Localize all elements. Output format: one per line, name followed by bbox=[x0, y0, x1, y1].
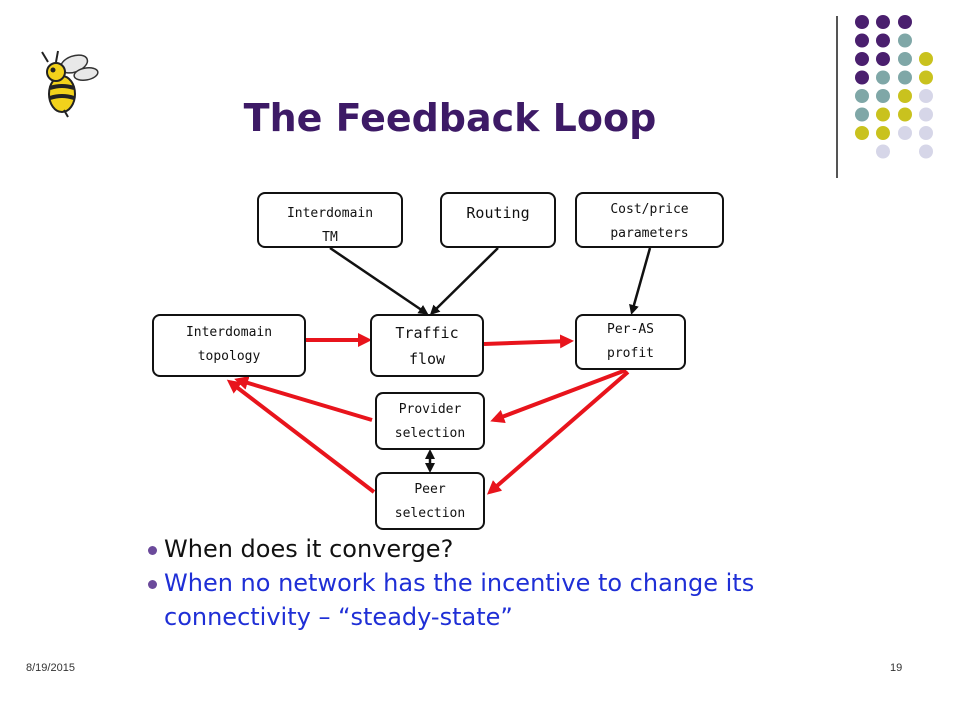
decorative-dot bbox=[876, 15, 890, 29]
decorative-dot bbox=[898, 89, 912, 103]
decorative-dot bbox=[919, 70, 933, 85]
decorative-dot bbox=[876, 89, 890, 103]
node-cost-price: Cost/price parameters bbox=[575, 192, 724, 248]
slide-title: The Feedback Loop bbox=[243, 96, 657, 140]
decorative-dot bbox=[919, 144, 933, 159]
arrow-profit-to-provider bbox=[490, 368, 627, 424]
node-topology-line1: Interdomain bbox=[185, 325, 273, 340]
decorative-dot bbox=[919, 126, 933, 140]
decorative-dot bbox=[855, 15, 869, 29]
node-cost-price-line1: Cost/price bbox=[610, 202, 689, 217]
node-interdomain-topology: Interdomain topology bbox=[152, 314, 306, 377]
node-traffic-line1: Traffic bbox=[395, 324, 459, 342]
decorative-dot-grid bbox=[855, 15, 933, 159]
node-peer-line2: selection bbox=[394, 506, 466, 521]
arrow-traffic-to-profit bbox=[483, 334, 574, 349]
decorative-dot bbox=[855, 89, 869, 103]
arrow-peer-to-topology bbox=[226, 379, 376, 494]
decorative-dot bbox=[855, 70, 869, 85]
divider-line bbox=[836, 16, 838, 178]
decorative-dot bbox=[855, 52, 869, 66]
arrow-provider-to-topology bbox=[234, 376, 373, 422]
node-routing-line1: Routing bbox=[466, 204, 530, 222]
decorative-dot bbox=[876, 33, 890, 48]
yellow-jacket-logo-icon bbox=[41, 50, 99, 118]
page-number: 19 bbox=[890, 662, 903, 674]
decorative-dot bbox=[876, 107, 890, 122]
decorative-dot bbox=[876, 126, 890, 140]
decorative-dot bbox=[898, 15, 912, 29]
node-interdomain-tm-line1: Interdomain bbox=[286, 206, 374, 221]
decorative-dot bbox=[919, 107, 933, 122]
node-interdomain-tm: Interdomain TM bbox=[257, 192, 403, 248]
node-provider-line2: selection bbox=[394, 426, 466, 441]
decorative-dot bbox=[855, 33, 869, 48]
node-provider-line1: Provider bbox=[398, 402, 462, 417]
node-profit-line1: Per-AS bbox=[607, 322, 654, 337]
bullet-item: When no network has the incentive to cha… bbox=[146, 566, 766, 634]
bullet-text-2: When no network has the incentive to cha… bbox=[164, 569, 755, 631]
decorative-dot bbox=[898, 126, 912, 140]
decorative-dot bbox=[855, 107, 869, 122]
bullet-item: When does it converge? bbox=[146, 532, 766, 566]
arrow-cost-to-profit bbox=[629, 247, 652, 315]
node-cost-price-line2: parameters bbox=[610, 226, 689, 241]
node-interdomain-tm-line2: TM bbox=[322, 230, 338, 245]
decorative-dot bbox=[898, 70, 912, 85]
node-topology-line2: topology bbox=[197, 349, 261, 364]
arrow-profit-to-peer bbox=[486, 370, 630, 495]
arrow-tm-to-traffic bbox=[329, 246, 429, 315]
node-routing: Routing bbox=[440, 192, 556, 248]
bullet-text-1: When does it converge? bbox=[164, 535, 454, 563]
decorative-dot bbox=[898, 107, 912, 122]
decorative-dot bbox=[855, 126, 869, 140]
node-peer-line1: Peer bbox=[414, 482, 446, 497]
node-peer-selection: Peer selection bbox=[375, 472, 485, 530]
decorative-dot bbox=[876, 144, 890, 159]
arrow-routing-to-traffic bbox=[429, 247, 499, 316]
decorative-dot bbox=[898, 52, 912, 66]
node-per-as-profit: Per-AS profit bbox=[575, 314, 686, 370]
footer-date: 8/19/2015 bbox=[26, 662, 75, 674]
node-profit-line2: profit bbox=[607, 346, 654, 361]
decorative-dot bbox=[876, 70, 890, 85]
node-provider-selection: Provider selection bbox=[375, 392, 485, 450]
decorative-dot bbox=[919, 89, 933, 103]
bullet-list: When does it converge? When no network h… bbox=[146, 532, 766, 634]
decorative-dot bbox=[919, 52, 933, 66]
node-traffic-flow: Traffic flow bbox=[370, 314, 484, 377]
decorative-dot bbox=[898, 33, 912, 48]
decorative-dot bbox=[876, 52, 890, 66]
node-traffic-line2: flow bbox=[408, 350, 446, 368]
